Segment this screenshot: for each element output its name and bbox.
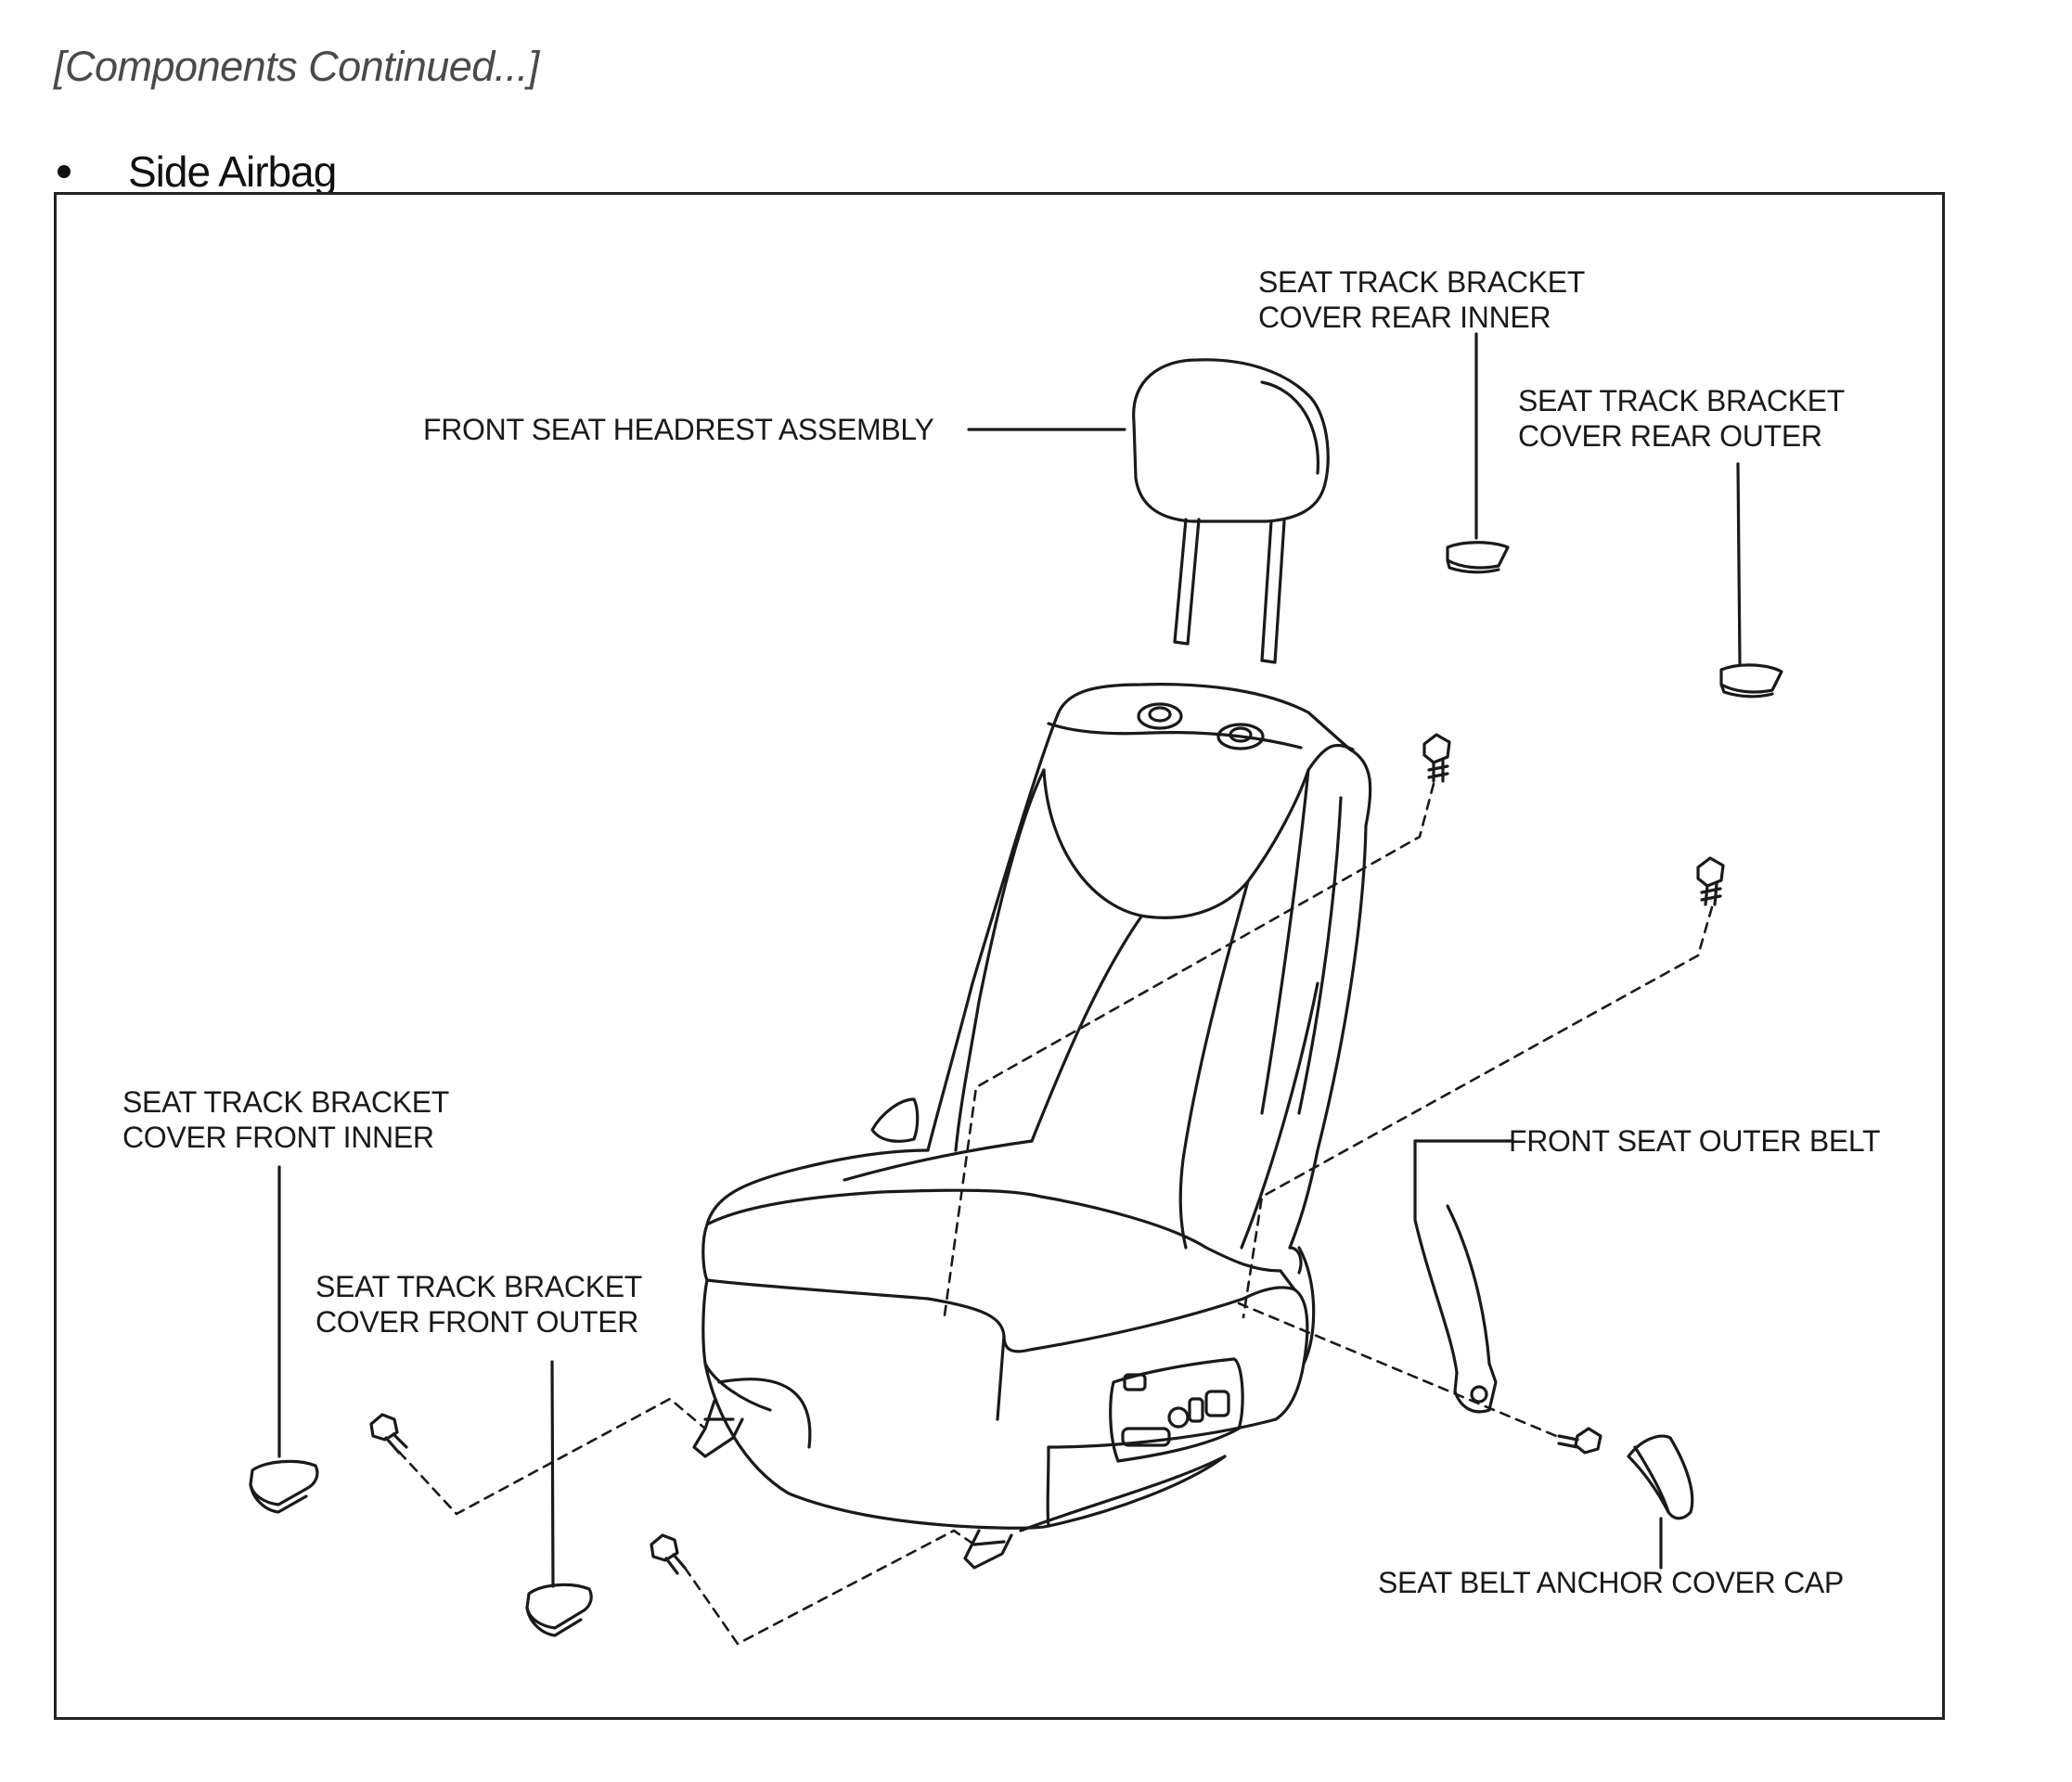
bolt-icon xyxy=(650,1533,687,1575)
seat-track-icon xyxy=(692,1399,1227,1570)
dashed-guide-lines xyxy=(397,782,1714,1646)
diagram-frame xyxy=(54,192,1945,1720)
cover-rear-inner-icon xyxy=(1446,541,1510,574)
label-rear-inner-line2: COVER REAR INNER xyxy=(1258,301,1551,334)
label-front-outer-line2: COVER FRONT OUTER xyxy=(315,1305,639,1339)
cover-front-outer-icon xyxy=(525,1583,593,1637)
seat-switch-icon xyxy=(1109,1357,1244,1463)
label-front-outer-line1: SEAT TRACK BRACKET xyxy=(315,1270,643,1303)
label-outer-belt: FRONT SEAT OUTER BELT xyxy=(1509,1124,1881,1158)
bolt-icon xyxy=(1557,1427,1602,1455)
bolt-icon xyxy=(1696,856,1725,906)
label-front-inner: SEAT TRACK BRACKET COVER FRONT INNER xyxy=(122,1084,449,1155)
seat-back-icon xyxy=(926,683,1372,1250)
label-anchor-cap: SEAT BELT ANCHOR COVER CAP xyxy=(1378,1566,1844,1599)
leader-lines xyxy=(277,332,1742,1588)
label-rear-inner-line1: SEAT TRACK BRACKET xyxy=(1258,265,1586,299)
section-heading: Side Airbag xyxy=(54,139,337,204)
bullet-icon xyxy=(58,165,71,178)
seat-lever-icon xyxy=(870,1097,920,1143)
cover-front-inner-icon xyxy=(249,1459,319,1514)
anchor-cover-cap-icon xyxy=(1627,1434,1694,1520)
section-title: Side Airbag xyxy=(128,147,337,196)
label-front-inner-line1: SEAT TRACK BRACKET xyxy=(122,1085,450,1119)
label-rear-outer-line2: COVER REAR OUTER xyxy=(1518,419,1822,453)
label-rear-inner: SEAT TRACK BRACKET COVER REAR INNER xyxy=(1258,264,1585,335)
cover-rear-outer-icon xyxy=(1719,663,1783,699)
seat-cushion-icon xyxy=(701,1139,1316,1530)
headrest-guide-icon xyxy=(1137,702,1265,750)
label-front-inner-line2: COVER FRONT INNER xyxy=(122,1121,434,1154)
seat-belt-icon xyxy=(1413,1139,1510,1414)
label-rear-outer-line1: SEAT TRACK BRACKET xyxy=(1518,384,1846,417)
headrest-icon xyxy=(1132,358,1330,664)
continued-note: [Components Continued...] xyxy=(54,43,539,90)
label-rear-outer: SEAT TRACK BRACKET COVER REAR OUTER xyxy=(1518,383,1845,454)
bolt-icon xyxy=(1422,733,1451,783)
label-headrest: FRONT SEAT HEADREST ASSEMBLY xyxy=(423,413,934,446)
bolt-icon xyxy=(369,1413,408,1455)
label-front-outer: SEAT TRACK BRACKET COVER FRONT OUTER xyxy=(315,1269,642,1340)
